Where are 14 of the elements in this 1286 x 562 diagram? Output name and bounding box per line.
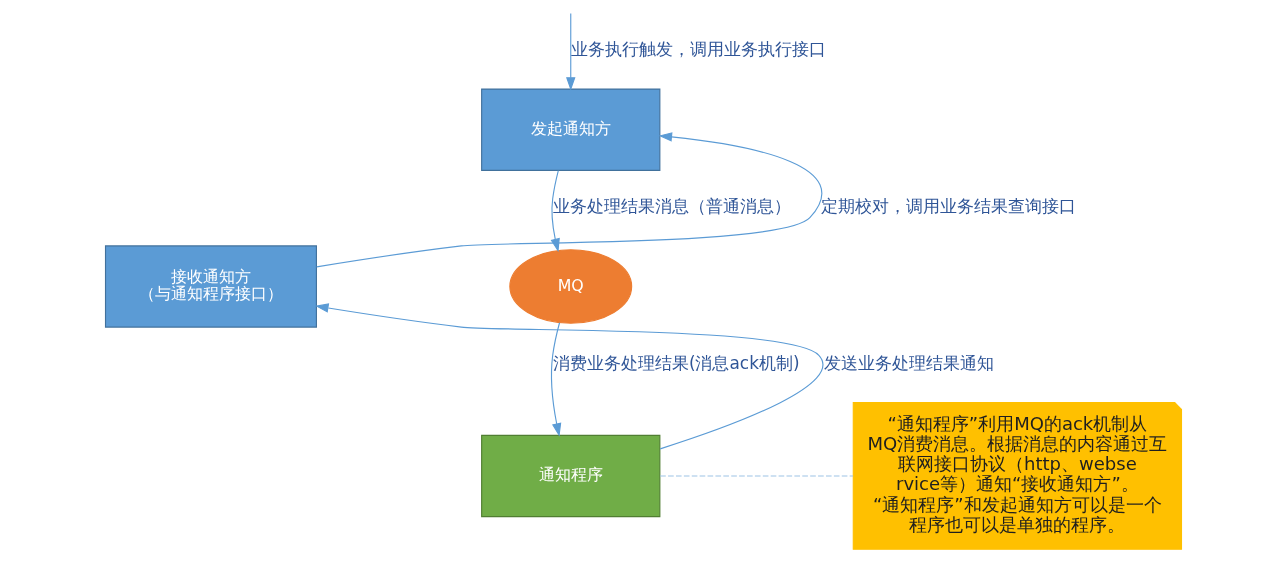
edge-label: 业务执行触发，调用业务执行接口 (570, 39, 826, 60)
arrow (550, 322, 561, 437)
arrow (314, 303, 823, 450)
node-box: 发起通知方 (480, 88, 660, 171)
arrow (565, 13, 575, 91)
edge-label: 定期校对，调用业务结果查询接口 (820, 196, 1076, 217)
edge-label: 消费业务处理结果(消息ack机制) (552, 352, 800, 373)
node-ellipse: MQ (508, 249, 632, 324)
node-box: 接收通知方 （与通知程序接口） (104, 245, 317, 328)
edge-label: 业务处理结果消息（普通消息） (552, 196, 791, 217)
arrow (315, 132, 822, 268)
edge-label: 发送业务处理结果通知 (823, 352, 994, 373)
node-box: 通知程序 (480, 434, 660, 518)
connector (659, 475, 854, 477)
